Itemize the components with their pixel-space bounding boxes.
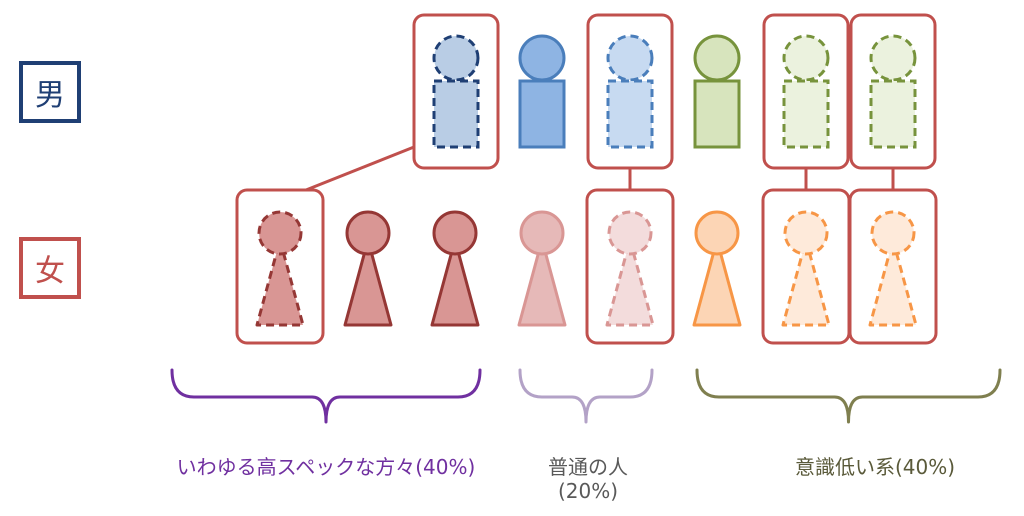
highlight-frames [235, 13, 938, 345]
female-figure-body [605, 238, 655, 327]
female-figure-head [432, 210, 478, 256]
male-figure-body [869, 79, 917, 149]
group-label-normal: 普通の人 (20%) [528, 455, 648, 503]
male-figure-body [432, 79, 480, 149]
highlight-frame [585, 188, 675, 345]
female-figure-body [781, 238, 831, 327]
male-figure-head [693, 34, 741, 82]
highlight-frame [849, 13, 937, 170]
female-figure-head [783, 210, 829, 256]
male-figure-head [518, 34, 566, 82]
female-figure-head [694, 210, 740, 256]
female-figure-body [692, 238, 742, 327]
female-figure-body [868, 238, 918, 327]
highlight-frame [412, 13, 500, 170]
pair-connector-line [305, 145, 415, 192]
group-brace [518, 368, 654, 424]
male-figure-head [869, 34, 917, 82]
female-figure-head [607, 210, 653, 256]
female-figure-body [430, 238, 480, 327]
highlight-frame [762, 13, 850, 170]
male-figure-head [432, 34, 480, 82]
female-figure-head [257, 210, 303, 256]
female-figure-body [255, 238, 305, 327]
female-label: 女 [19, 237, 81, 299]
group-brace [170, 368, 482, 424]
male-figure-body [606, 79, 654, 149]
female-figure-body [343, 238, 393, 327]
group-braces [170, 368, 1002, 424]
pair-connectors [305, 145, 895, 192]
highlight-frame [235, 188, 325, 345]
female-figure-body [517, 238, 567, 327]
group-brace [695, 368, 1002, 424]
male-figure-head [606, 34, 654, 82]
group-label-normal-share: (20%) [557, 479, 619, 503]
male-figure-head [782, 34, 830, 82]
group-label-low-awareness: 意識低い系(40%) [794, 455, 956, 479]
male-label: 男 [19, 61, 81, 123]
male-figure-body [693, 79, 741, 149]
highlight-frame [848, 188, 938, 345]
highlight-frame [586, 13, 674, 170]
male-figure-body [518, 79, 566, 149]
female-figure-head [345, 210, 391, 256]
female-figure-head [870, 210, 916, 256]
female-figure-head [519, 210, 565, 256]
group-label-high-spec: いわゆる高スペックな方々(40%) [176, 455, 476, 479]
person-figures [255, 34, 918, 327]
group-label-normal-name: 普通の人 [548, 455, 628, 479]
male-figure-body [782, 79, 830, 149]
